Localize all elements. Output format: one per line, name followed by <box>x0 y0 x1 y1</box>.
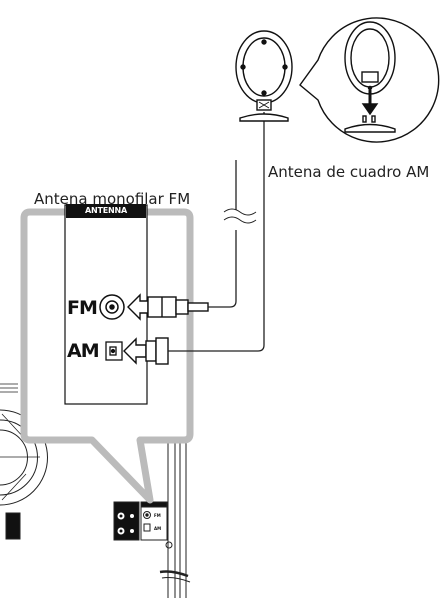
zoom-callout <box>20 204 194 504</box>
fm-coax-jack <box>99 294 125 320</box>
antenna-block-small <box>140 501 168 541</box>
unit-back-panel: FM AM <box>0 383 191 598</box>
am-cable <box>168 112 265 352</box>
fm-jack-label: FM <box>67 297 98 319</box>
detail-bubble <box>299 17 440 143</box>
am-terminal <box>105 341 123 361</box>
fm-coax-plug-icon <box>127 293 209 321</box>
am-jack-label: AM <box>67 340 100 362</box>
am-loop-antenna-icon <box>235 30 293 122</box>
arrow-down-icon <box>361 90 379 116</box>
am-antenna-label: Antena de cuadro AM <box>268 163 430 181</box>
power-block <box>5 512 21 540</box>
fm-cable <box>208 230 237 308</box>
svg-text:FM: FM <box>154 513 161 518</box>
am-plug-icon <box>123 337 169 365</box>
panel-title: ANTENNA <box>66 204 146 218</box>
aux-in-block <box>113 501 140 541</box>
fm-antenna-label: Antena monofilar FM <box>34 190 191 208</box>
speaker-grille <box>0 409 48 506</box>
svg-text:AM: AM <box>154 526 161 531</box>
